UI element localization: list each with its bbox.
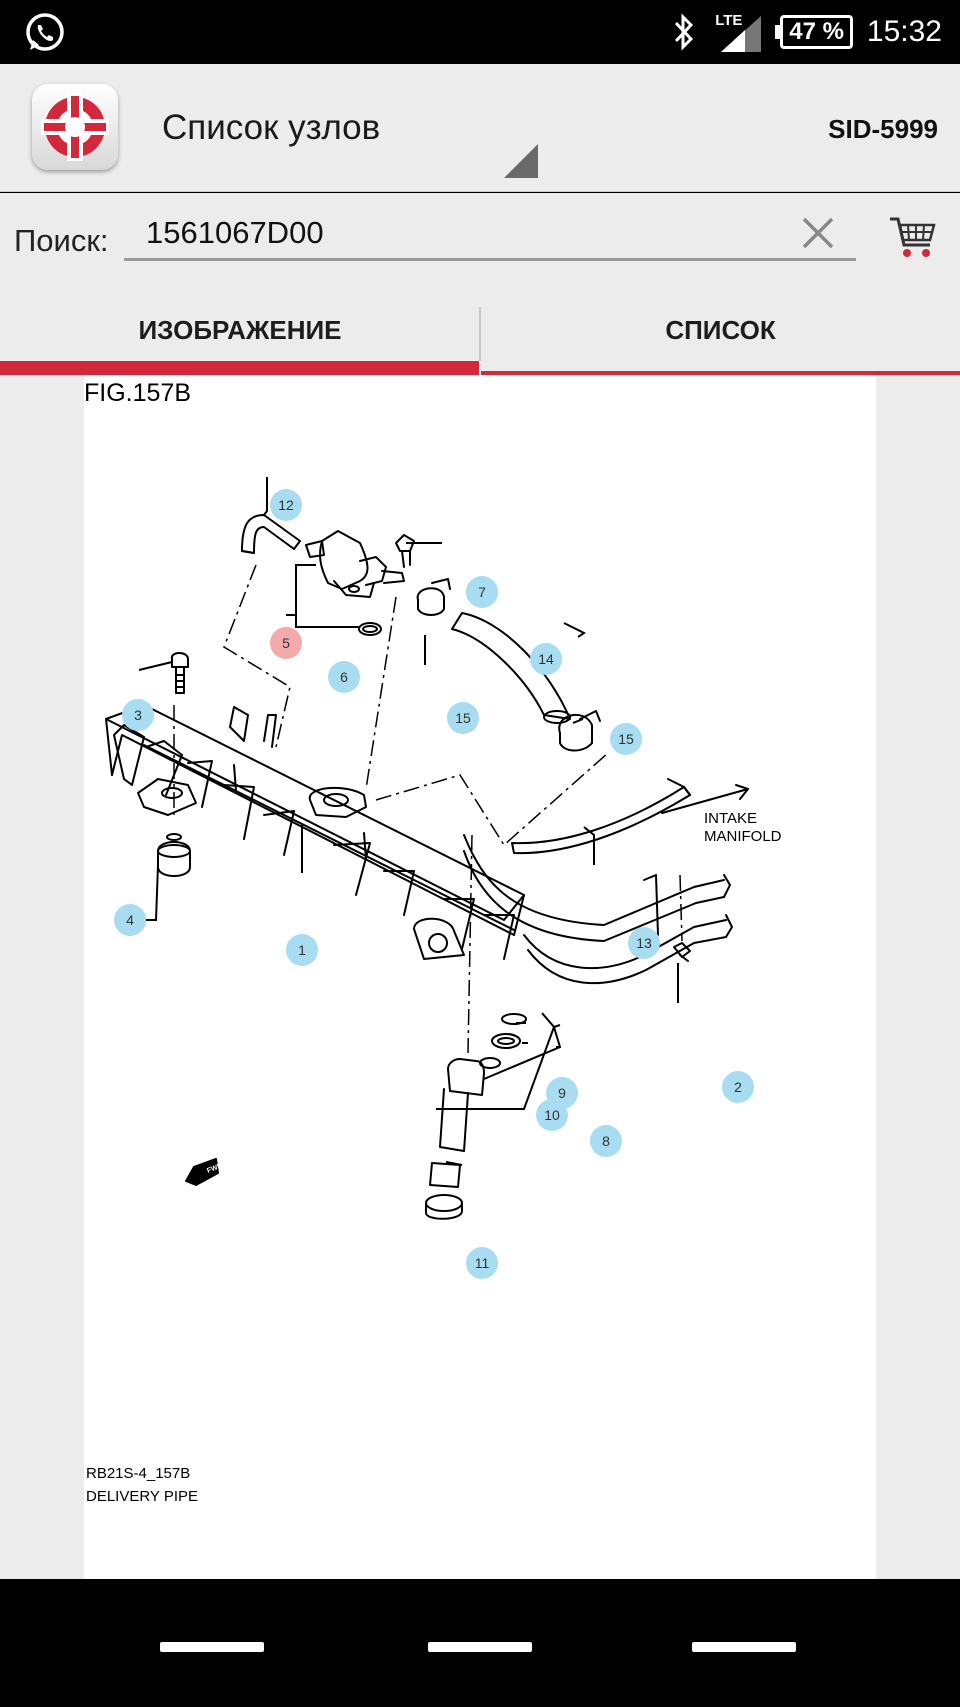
svg-text:2: 2 [734,1079,742,1095]
svg-text:8: 8 [602,1133,610,1149]
callout-7[interactable]: 7 [466,576,498,608]
figure-title: FIG.157B [84,379,191,407]
svg-text:11: 11 [475,1255,490,1271]
battery-icon: 47 % [775,15,853,49]
callout-4[interactable]: 4 [114,904,146,936]
figure-name: DELIVERY PIPE [86,1488,199,1505]
callout-8[interactable]: 8 [590,1125,622,1157]
callout-13[interactable]: 13 [628,927,660,959]
search-label: Поиск: [14,223,109,258]
content-area[interactable]: FIG.157B [0,375,960,1579]
svg-text:3: 3 [134,707,142,723]
status-bar: LTE 47 % 15:32 [0,0,960,64]
navigation-bar [0,1579,960,1707]
callout-layer: 1 2 3 4 5 6 7 8 9 10 11 12 13 14 15 15 I… [114,489,782,1279]
sid-label: SID-5999 [828,114,938,144]
clock: 15:32 [866,15,942,48]
tab-indicator-inactive [481,371,960,375]
close-icon[interactable] [798,213,838,253]
tab-indicator-active [0,361,479,375]
dropdown-triangle-icon[interactable] [504,144,538,178]
page-title[interactable]: Список узлов [162,108,381,147]
svg-text:9: 9 [558,1085,566,1101]
nav-recents-button[interactable] [692,1642,796,1652]
callout-2[interactable]: 2 [722,1071,754,1103]
fwd-label: FWD [206,1162,223,1174]
callout-6[interactable]: 6 [328,661,360,693]
whatsapp-icon [26,13,64,51]
signal-icon: LTE [711,8,762,56]
tab-image[interactable]: ИЗОБРАЖЕНИЕ [138,314,342,345]
svg-text:5: 5 [282,635,290,651]
parts-diagram[interactable]: FIG.157B [84,375,876,1579]
figure-code: RB21S-4_157B [86,1465,191,1482]
cart-icon[interactable] [888,213,936,261]
intake-label-line1: INTAKE [704,810,757,827]
callout-15-lower[interactable]: 15 [610,723,642,755]
intake-label-line2: MANIFOLD [704,828,782,845]
callout-5-highlighted[interactable]: 5 [270,627,302,659]
callout-10[interactable]: 10 [536,1099,568,1131]
svg-text:10: 10 [544,1107,560,1123]
battery-level: 47 % [789,18,844,45]
bluetooth-icon [675,13,694,51]
callout-14[interactable]: 14 [530,643,562,675]
tab-list[interactable]: СПИСОК [665,314,776,345]
search-input[interactable]: 1561067D00 [124,211,856,261]
callout-1[interactable]: 1 [286,934,318,966]
diagram-drawing [105,477,749,1220]
app-logo-icon[interactable] [32,84,118,170]
callout-12[interactable]: 12 [270,489,302,521]
svg-text:4: 4 [126,912,134,928]
svg-text:1: 1 [298,942,306,958]
svg-text:15: 15 [618,731,634,747]
svg-text:12: 12 [278,497,294,513]
search-bar: Поиск: 1561067D00 [0,193,960,285]
svg-text:13: 13 [636,935,652,951]
callout-11[interactable]: 11 [466,1247,498,1279]
nav-home-button[interactable] [428,1642,532,1652]
svg-text:6: 6 [340,669,348,685]
callout-3[interactable]: 3 [122,699,154,731]
app-bar: Список узлов SID-5999 [0,64,960,192]
nav-back-button[interactable] [160,1642,264,1652]
svg-text:14: 14 [538,651,554,667]
search-value: 1561067D00 [146,215,324,250]
tab-bar: ИЗОБРАЖЕНИЕ СПИСОК [0,285,960,375]
tab-divider [479,307,481,361]
callout-15-upper[interactable]: 15 [447,702,479,734]
svg-text:7: 7 [478,584,486,600]
svg-text:15: 15 [455,710,471,726]
